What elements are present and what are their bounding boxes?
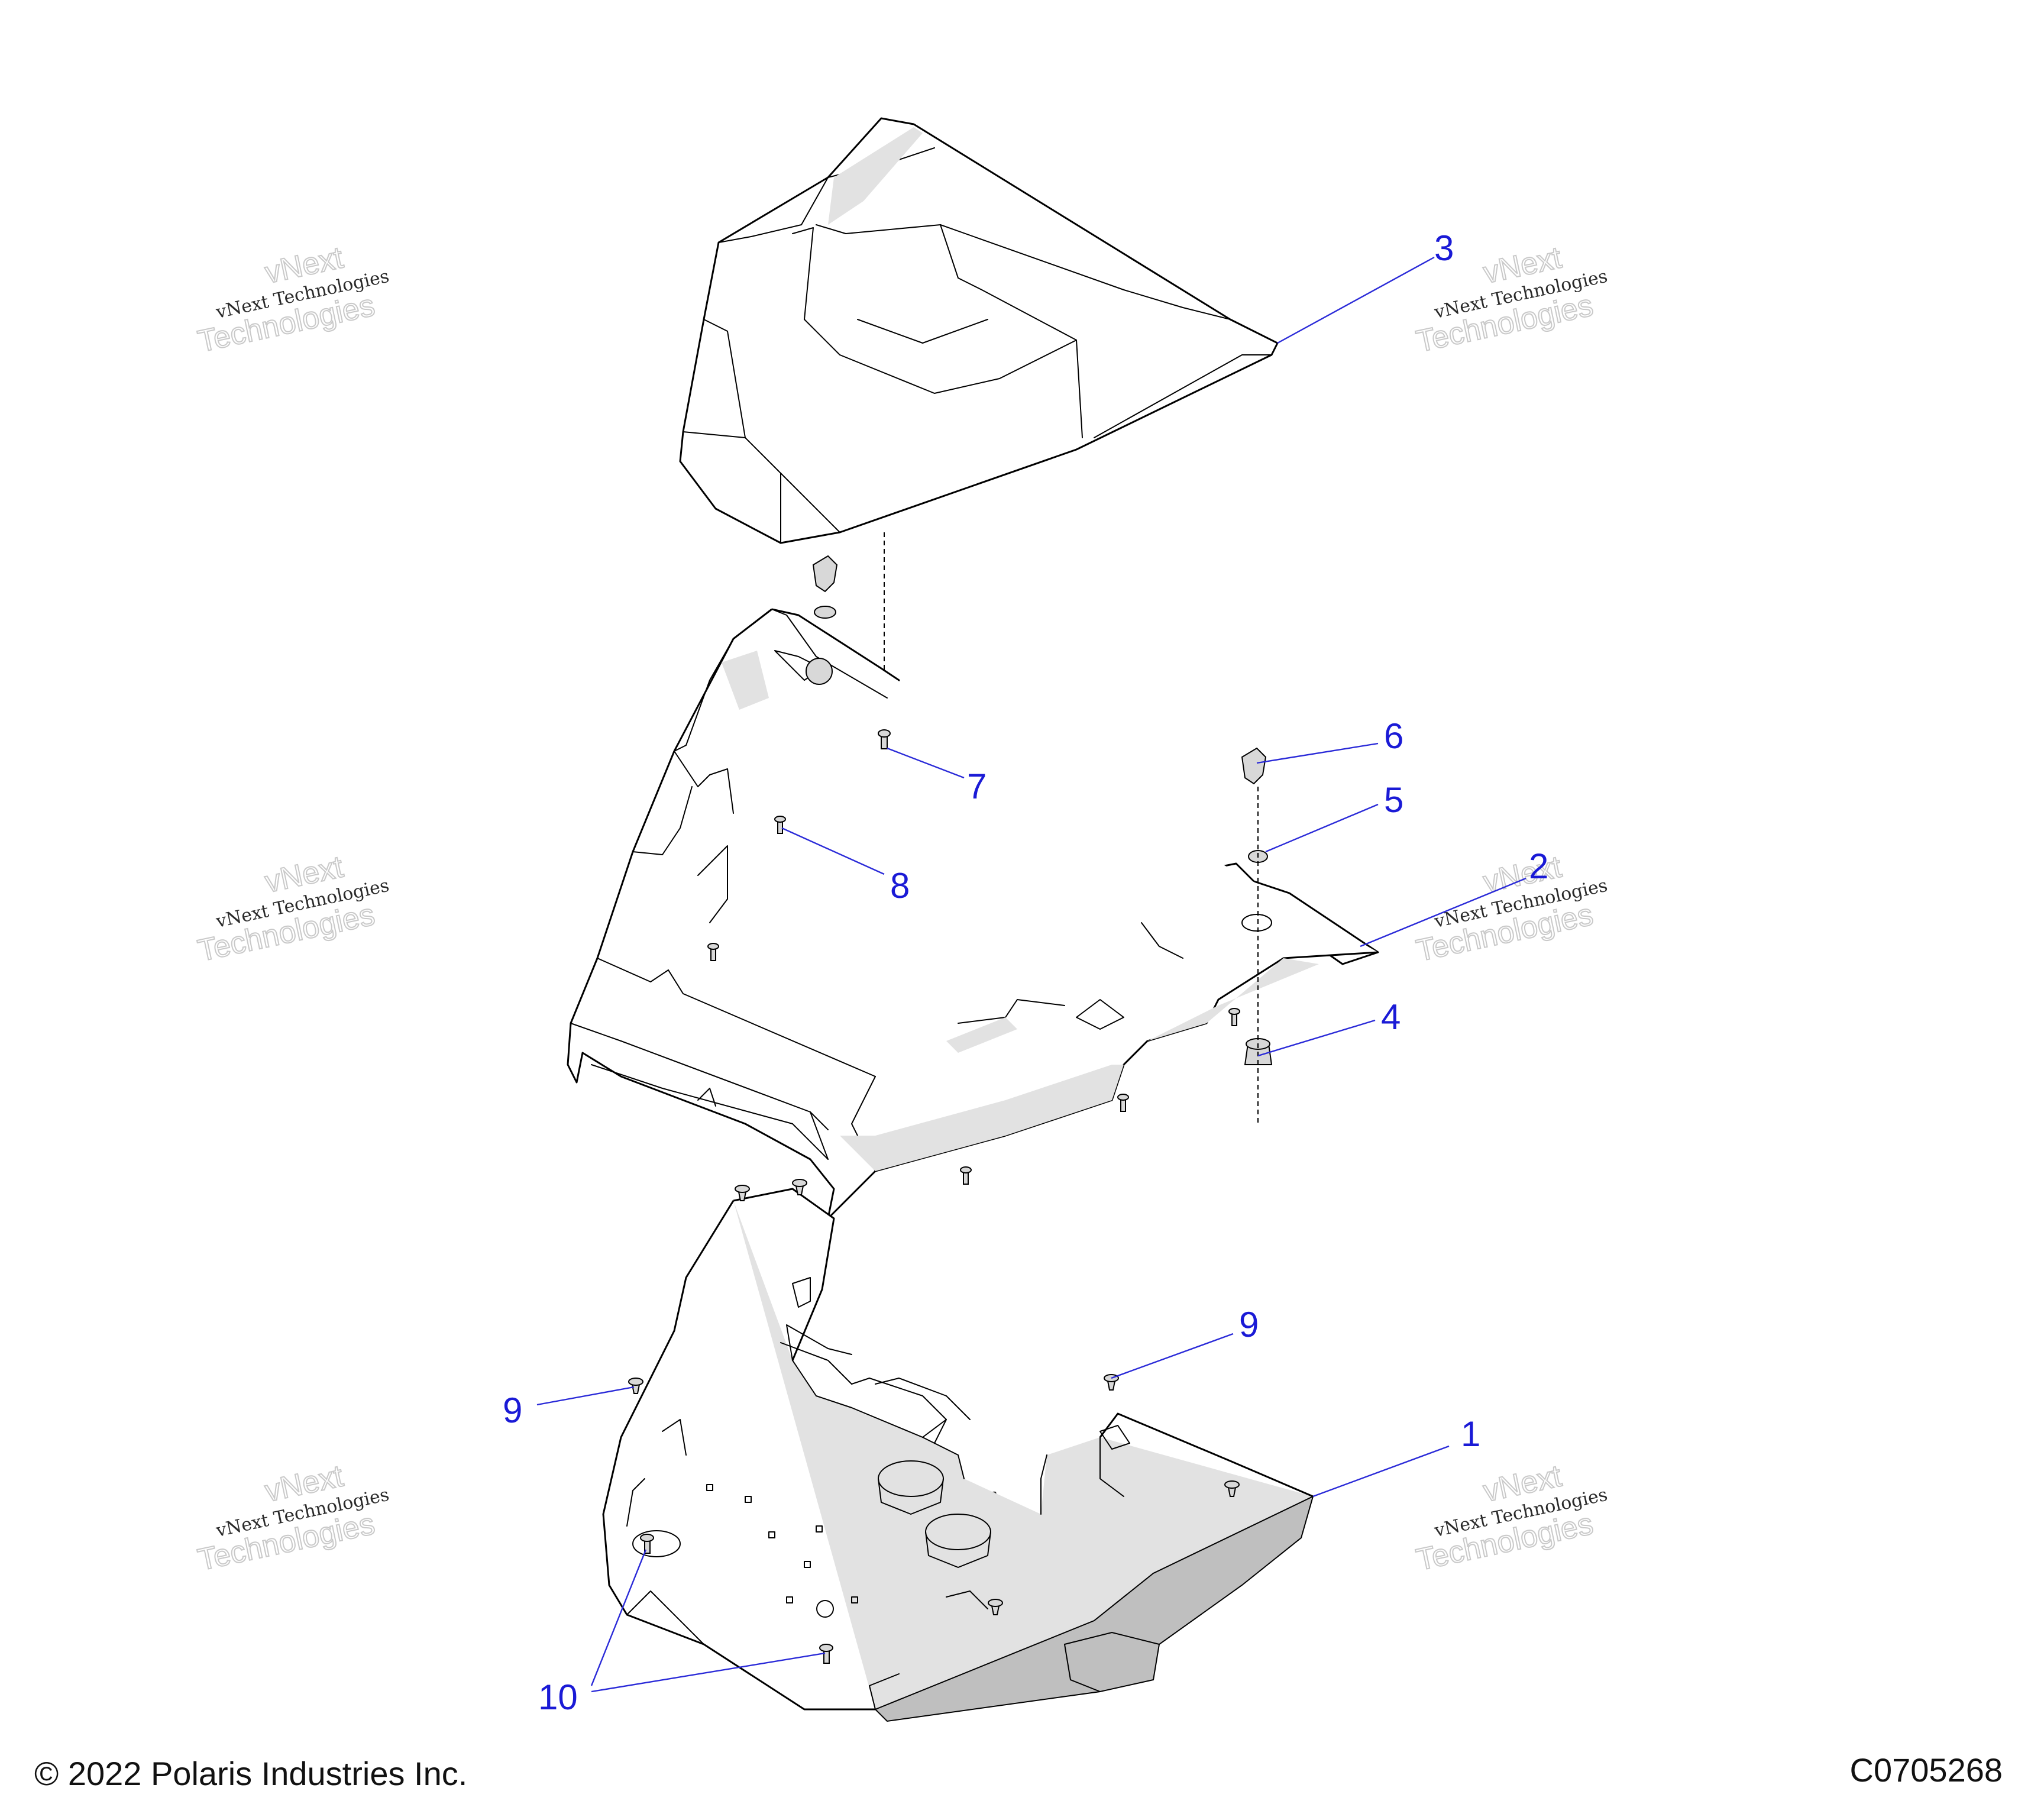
callout-5: 5 [1265,780,1403,853]
callout-2: 2 [1360,846,1548,948]
floor-holes [706,1484,858,1618]
svg-text:9: 9 [1239,1305,1259,1344]
callout-6: 6 [1256,716,1403,764]
watermark: vNext vNext Technologies Technologies [1413,849,1609,969]
callout-layer: 1 2 3 4 5 6 7 8 [503,228,1548,1717]
floor-tub-part-1 [602,1188,1314,1722]
fastener-group [628,1179,1240,1664]
watermark: vNext vNext Technologies Technologies [195,849,391,969]
grommet [806,658,833,685]
pin-part-7 [878,729,891,749]
screw-part-10 [640,1534,654,1554]
callout-8: 8 [781,827,910,906]
svg-text:7: 7 [967,767,987,806]
push-rivet [1224,1480,1240,1497]
svg-text:10: 10 [538,1677,578,1717]
push-rivet-part-9 [628,1378,643,1394]
svg-text:1: 1 [1461,1414,1480,1454]
svg-text:2: 2 [1529,846,1548,886]
screw [1228,1008,1240,1026]
callout-9-right: 9 [1111,1305,1259,1379]
svg-text:4: 4 [1381,997,1401,1037]
push-rivet-part-9 [792,1179,807,1195]
screw-part-8 [774,816,786,834]
copyright-text: © 2022 Polaris Industries Inc. [34,1755,468,1792]
hood-panel-part-3 [679,117,1279,544]
callout-7: 7 [887,747,987,806]
callout-4: 4 [1257,997,1401,1057]
svg-text:5: 5 [1384,780,1403,820]
screw [960,1166,972,1185]
svg-text:8: 8 [890,866,910,906]
screw [1117,1094,1129,1112]
push-rivet [988,1599,1003,1615]
svg-text:3: 3 [1434,228,1454,268]
screw [707,943,719,961]
callout-9-left: 9 [503,1386,635,1430]
push-rivet-part-9 [735,1185,750,1201]
hardware-group [707,555,1273,1185]
dash-panel-part-2 [567,608,1379,1220]
svg-text:6: 6 [1384,716,1403,756]
svg-text:9: 9 [503,1391,522,1430]
screw-part-10 [819,1644,833,1664]
callout-10: 10 [538,1549,826,1717]
drawing-number: C0705268 [1849,1751,2003,1789]
quarter-turn-fastener [1241,747,1267,785]
watermark: vNext vNext Technologies Technologies [195,240,391,360]
callout-1: 1 [1312,1414,1480,1498]
watermark: vNext vNext Technologies Technologies [1413,1458,1609,1578]
quarter-turn-fastener [812,555,838,619]
watermark: vNext vNext Technologies Technologies [195,1458,391,1578]
callout-3: 3 [1277,228,1454,344]
